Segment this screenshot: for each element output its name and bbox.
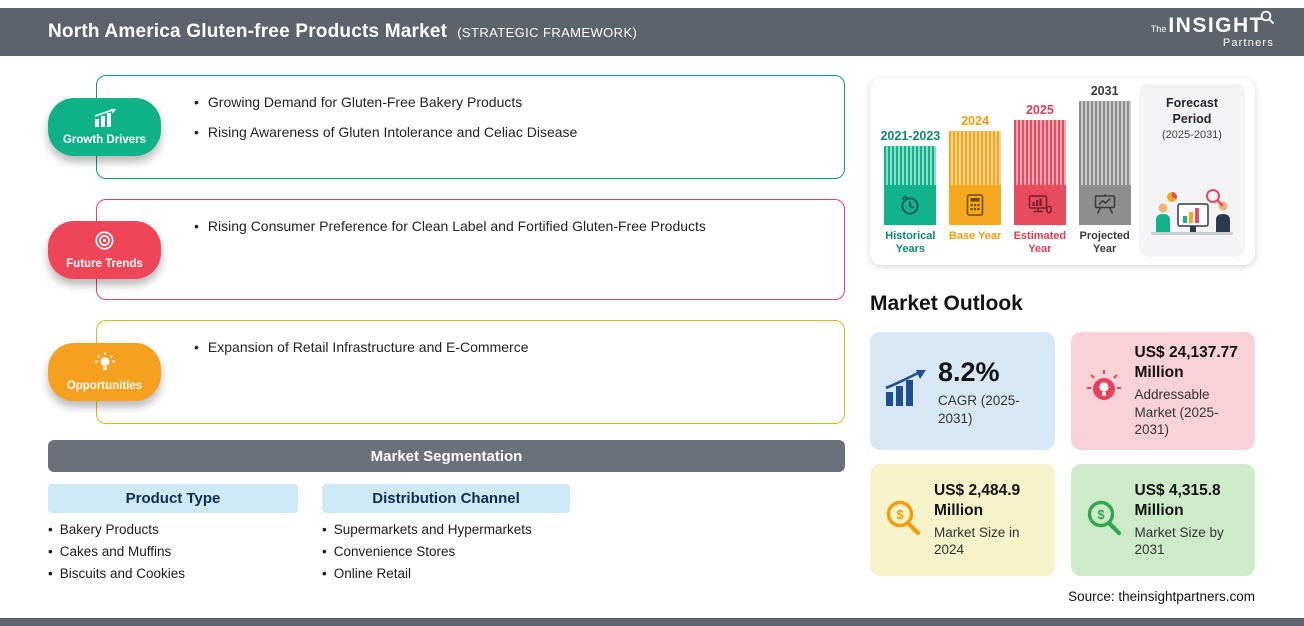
framework-column: Growth Drivers Growing Demand for Gluten… bbox=[48, 75, 845, 588]
card-value: 8.2% bbox=[938, 356, 1000, 387]
forecast-period-range: (2025-2031) bbox=[1162, 129, 1222, 142]
projector-icon bbox=[1078, 185, 1131, 226]
distribution-channel-header: Distribution Channel bbox=[322, 484, 570, 513]
history-icon bbox=[884, 185, 937, 225]
bar-year-label: 2025 bbox=[1025, 103, 1054, 117]
svg-text:$: $ bbox=[1097, 507, 1105, 522]
badge-label: Opportunities bbox=[66, 380, 143, 392]
addressable-market-card: US$ 24,137.77 Million Addressable Market… bbox=[1070, 332, 1255, 450]
logo-the: The bbox=[1150, 24, 1167, 34]
title-wrap: North America Gluten-free Products Marke… bbox=[48, 21, 637, 43]
outlook-column: 2021-2023 Historical Years 2024 Base Yea… bbox=[870, 78, 1255, 604]
market-segmentation-header: Market Segmentation bbox=[48, 440, 845, 472]
page-title: North America Gluten-free Products Marke… bbox=[48, 21, 448, 42]
bar-caption: Estimated Year bbox=[1013, 230, 1067, 255]
distribution-channel-list: Supermarkets and Hypermarkets Convenienc… bbox=[322, 522, 570, 581]
magnifier-dollar-icon: $ bbox=[882, 497, 924, 544]
bar-year-label: 2021-2023 bbox=[880, 129, 941, 143]
estimated-year-bar: 2025 Estimated Year bbox=[1010, 84, 1071, 257]
badge-label: Growth Drivers bbox=[62, 133, 147, 146]
analysts-illustration bbox=[1145, 184, 1239, 251]
bottom-bar bbox=[0, 618, 1304, 626]
growth-chart-icon bbox=[882, 369, 928, 413]
striped-bar bbox=[1078, 101, 1131, 226]
bar-caption: Projected Year bbox=[1079, 230, 1130, 256]
projected-year-bar: 2031 Projected Year bbox=[1074, 84, 1135, 257]
growth-drivers-row: Growth Drivers Growing Demand for Gluten… bbox=[48, 75, 845, 179]
bullet-item: Rising Awareness of Gluten Intolerance a… bbox=[194, 123, 826, 141]
list-item: Cakes and Muffins bbox=[48, 544, 298, 559]
target-icon bbox=[94, 230, 115, 256]
svg-text:$: $ bbox=[896, 507, 904, 522]
outlook-cards: 8.2% CAGR (2025-2031) US$ 24,137.77 Mill… bbox=[870, 332, 1255, 576]
future-trends-badge: Future Trends bbox=[48, 220, 161, 279]
striped-bar bbox=[1013, 120, 1066, 225]
market-size-2031-card: $ US$ 4,315.8 Million Market Size by 203… bbox=[1070, 464, 1255, 576]
list-item: Bakery Products bbox=[48, 522, 298, 537]
card-caption: Market Size by 2031 bbox=[1134, 524, 1224, 558]
bullet-item: Rising Consumer Preference for Clean Lab… bbox=[194, 217, 826, 235]
future-trends-row: Future Trends Rising Consumer Preference… bbox=[48, 199, 845, 300]
card-text: 8.2% CAGR (2025-2031) bbox=[938, 355, 1043, 428]
card-caption: CAGR (2025-2031) bbox=[938, 393, 1020, 426]
card-text: US$ 4,315.8 Million Market Size by 2031 bbox=[1135, 481, 1244, 559]
opportunities-row: Opportunities Expansion of Retail Infras… bbox=[48, 320, 845, 424]
distribution-channel-column: Distribution Channel Supermarkets and Hy… bbox=[322, 484, 570, 588]
list-item: Convenience Stores bbox=[322, 544, 570, 559]
growth-drivers-bullets: Growing Demand for Gluten-Free Bakery Pr… bbox=[194, 93, 826, 141]
market-outlook-heading: Market Outlook bbox=[870, 292, 1023, 315]
computer-icon bbox=[1013, 185, 1066, 225]
bar-year-label: 2031 bbox=[1090, 84, 1119, 98]
card-text: US$ 2,484.9 Million Market Size in 2024 bbox=[934, 481, 1043, 559]
list-item: Online Retail bbox=[322, 566, 570, 581]
card-caption: Addressable Market (2025-2031) bbox=[1134, 387, 1219, 438]
growth-drivers-badge: Growth Drivers bbox=[48, 98, 161, 156]
card-value: US$ 4,315.8 Million bbox=[1134, 482, 1221, 519]
magnifier-icon bbox=[1260, 10, 1274, 28]
insight-partners-logo: The INSIGHT Partners bbox=[1150, 10, 1274, 49]
opportunities-bullets: Expansion of Retail Infrastructure and E… bbox=[194, 338, 826, 356]
product-type-column: Product Type Bakery Products Cakes and M… bbox=[48, 484, 298, 588]
growth-drivers-box: Growing Demand for Gluten-Free Bakery Pr… bbox=[96, 75, 845, 179]
page-subtitle: (STRATEGIC FRAMEWORK) bbox=[457, 25, 638, 40]
badge-label: Future Trends bbox=[66, 257, 143, 270]
opportunities-box: Expansion of Retail Infrastructure and E… bbox=[96, 320, 845, 424]
cagr-card: 8.2% CAGR (2025-2031) bbox=[870, 332, 1055, 450]
logo-top-row: The INSIGHT bbox=[1150, 10, 1274, 37]
header-bar: North America Gluten-free Products Marke… bbox=[0, 8, 1304, 56]
magnifier-dollar-icon: $ bbox=[1083, 497, 1125, 544]
historical-years-bar: 2021-2023 Historical Years bbox=[880, 84, 941, 257]
forecast-period-panel: Forecast Period (2025-2031) bbox=[1139, 84, 1245, 257]
bar-caption: Historical Years bbox=[885, 230, 936, 255]
list-item: Supermarkets and Hypermarkets bbox=[322, 522, 570, 537]
segmentation-columns: Product Type Bakery Products Cakes and M… bbox=[48, 484, 845, 588]
product-type-list: Bakery Products Cakes and Muffins Biscui… bbox=[48, 522, 298, 581]
lightbulb-icon bbox=[93, 352, 117, 378]
market-size-2024-card: $ US$ 2,484.9 Million Market Size in 202… bbox=[870, 464, 1055, 576]
product-type-header: Product Type bbox=[48, 484, 298, 513]
bullet-item: Growing Demand for Gluten-Free Bakery Pr… bbox=[194, 93, 826, 111]
card-caption: Market Size in 2024 bbox=[934, 524, 1020, 558]
card-value: US$ 2,484.9 Million bbox=[934, 482, 1021, 519]
growth-chart-icon bbox=[91, 108, 119, 132]
list-item: Biscuits and Cookies bbox=[48, 566, 298, 581]
source-attribution: Source: theinsightpartners.com bbox=[1068, 589, 1255, 604]
opportunities-badge: Opportunities bbox=[48, 343, 161, 401]
striped-bar bbox=[884, 146, 937, 225]
card-value: US$ 24,137.77 Million bbox=[1134, 344, 1238, 382]
striped-bar bbox=[949, 131, 1002, 225]
forecast-period-title: Forecast Period bbox=[1165, 96, 1219, 126]
lightbulb-icon bbox=[1083, 368, 1125, 415]
base-year-bar: 2024 Base Year bbox=[945, 84, 1006, 257]
bar-year-label: 2024 bbox=[961, 114, 990, 128]
calculator-icon bbox=[949, 185, 1002, 225]
future-trends-bullets: Rising Consumer Preference for Clean Lab… bbox=[194, 217, 826, 235]
logo-name: INSIGHT bbox=[1168, 14, 1264, 37]
future-trends-box: Rising Consumer Preference for Clean Lab… bbox=[96, 199, 845, 300]
timeline-card: 2021-2023 Historical Years 2024 Base Yea… bbox=[870, 78, 1255, 265]
logo-partners: Partners bbox=[1222, 37, 1274, 49]
card-text: US$ 24,137.77 Million Addressable Market… bbox=[1135, 343, 1244, 438]
bullet-item: Expansion of Retail Infrastructure and E… bbox=[194, 338, 826, 356]
bar-caption: Base Year bbox=[948, 230, 1002, 242]
